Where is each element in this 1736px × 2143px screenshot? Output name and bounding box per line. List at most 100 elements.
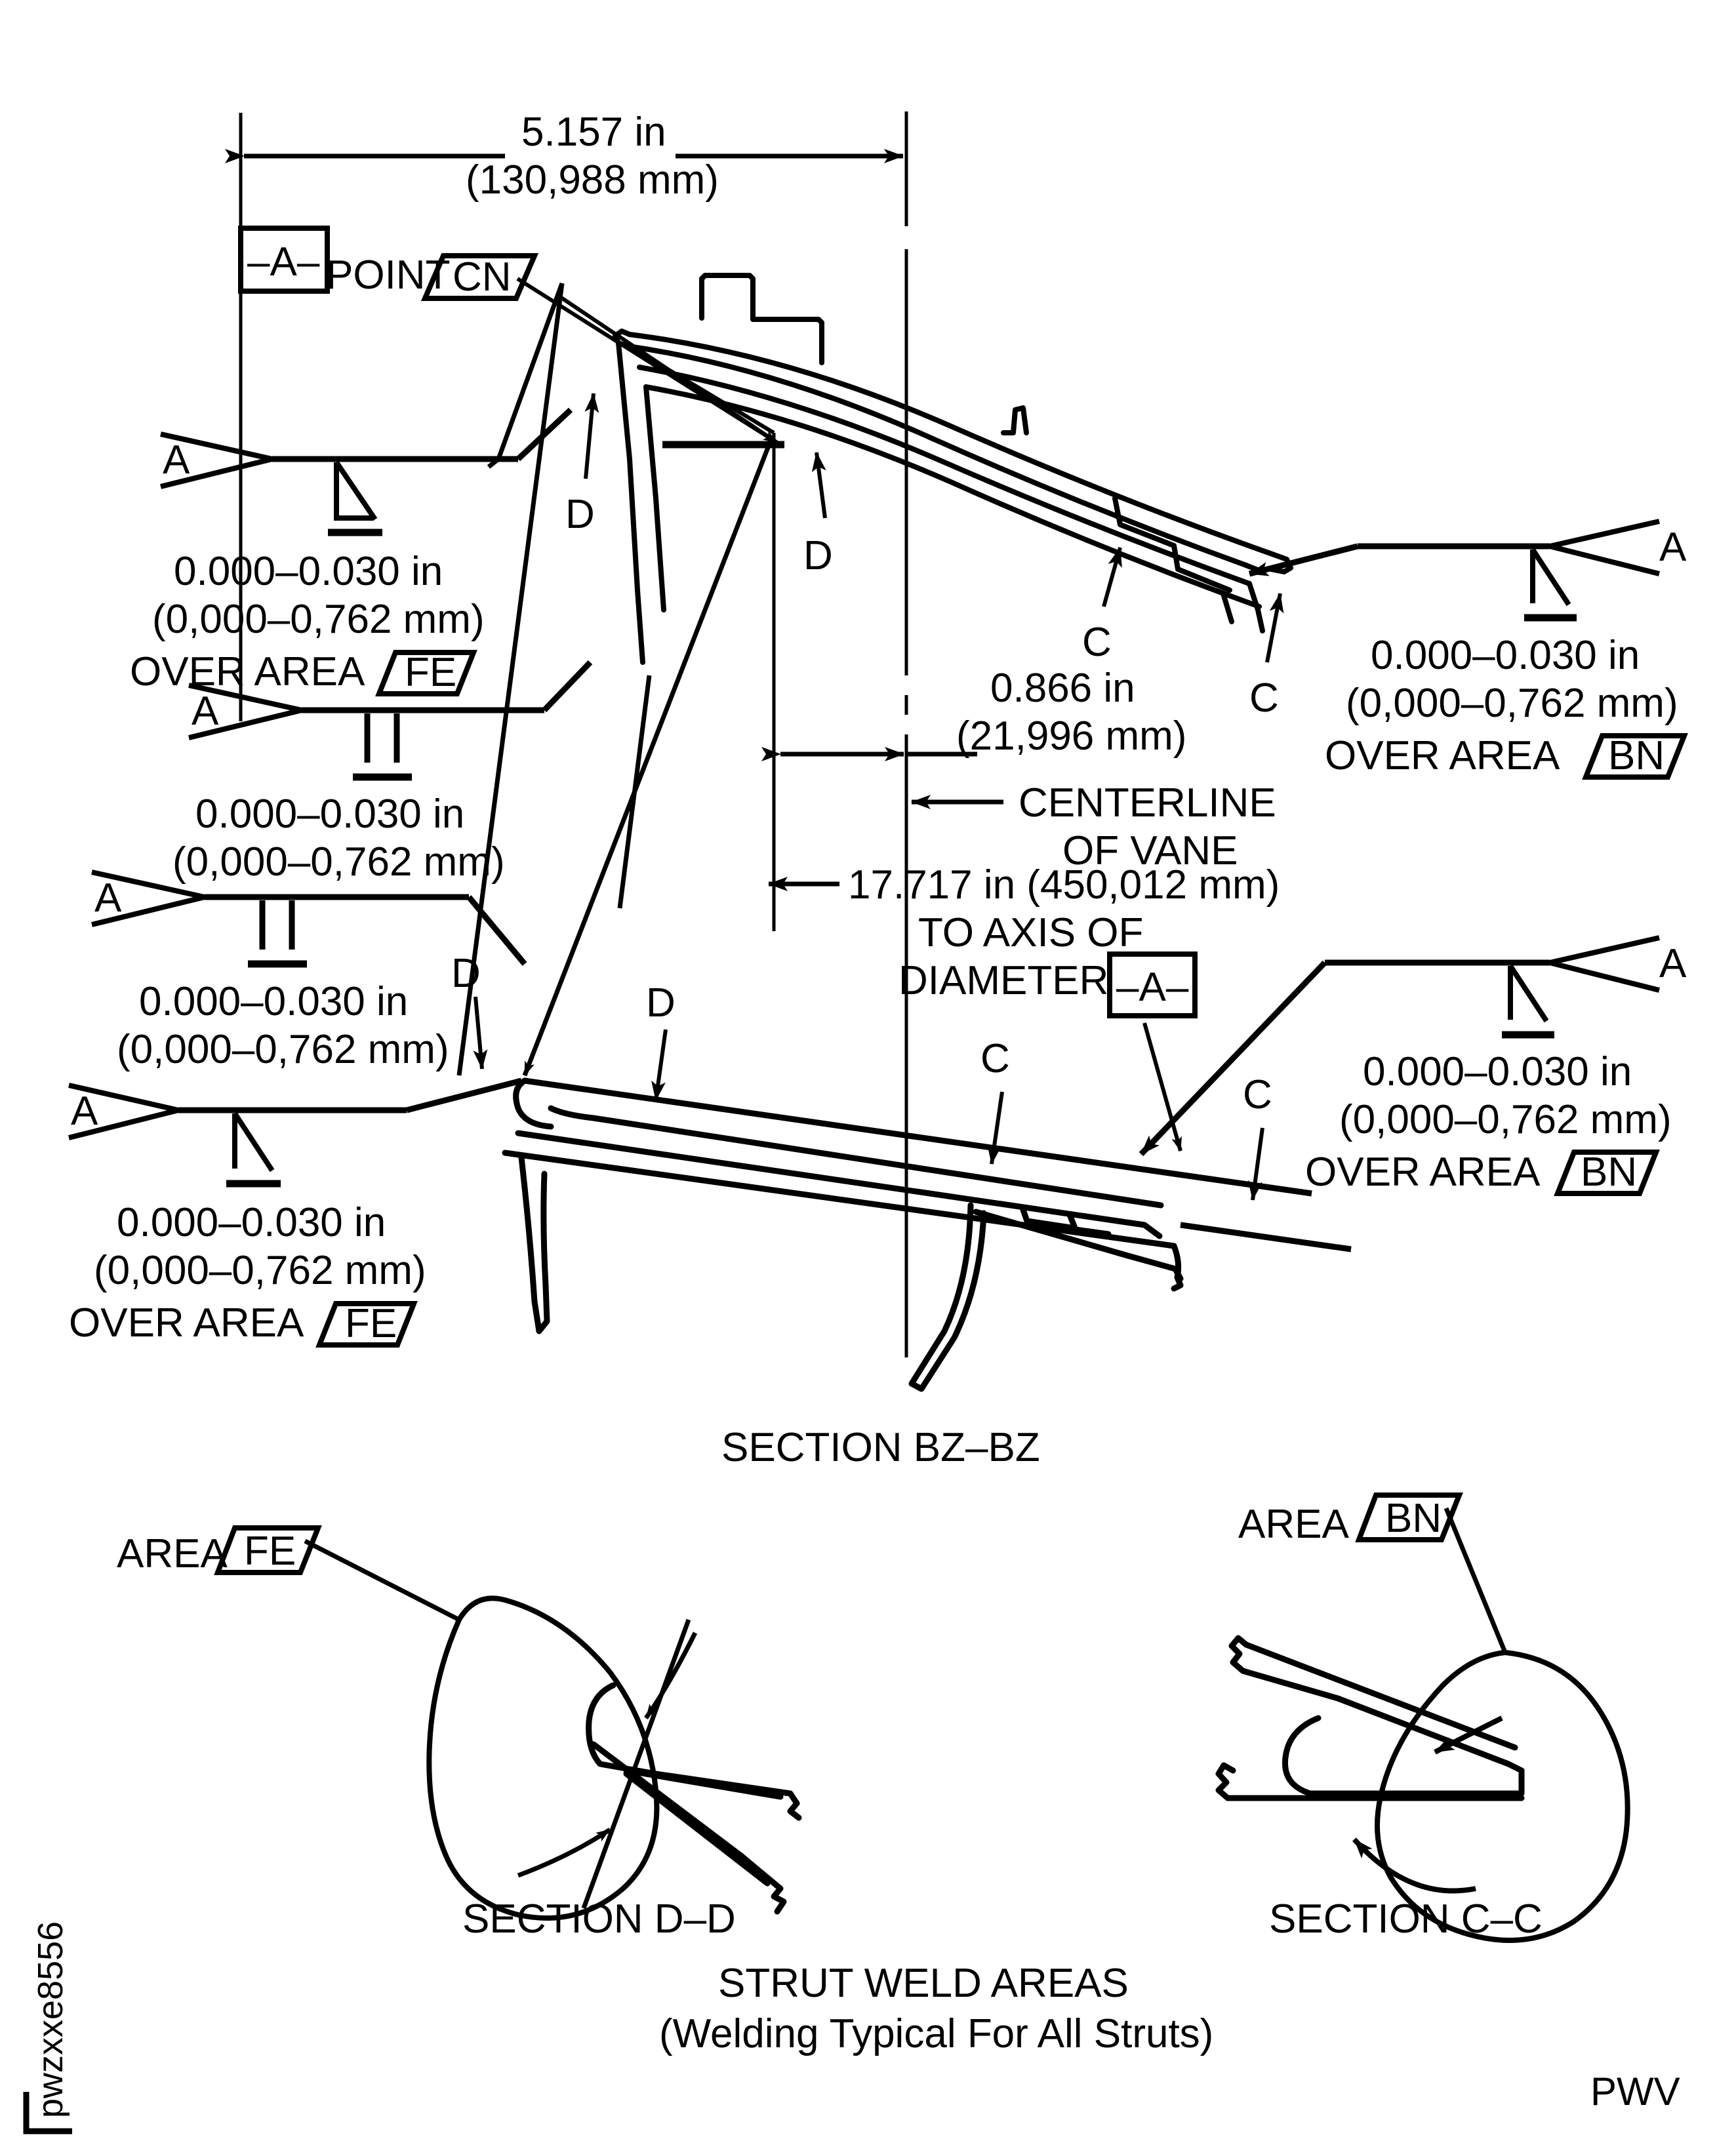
- weld-note-top-right-tol-mm: (0,000–0,762 mm): [1346, 681, 1678, 726]
- callout-c-lower-right: [1248, 1127, 1264, 1201]
- weld-note-mid-left-letter: A: [192, 689, 219, 734]
- datum-feature-a-axis: –A–: [1107, 951, 1198, 1018]
- area-flag-bn-bottom-text: BN: [1581, 1150, 1637, 1195]
- detail-cc-arrow-top: [1434, 1715, 1503, 1755]
- weld-note-top-left-over-area: OVER AREA: [130, 649, 365, 694]
- weld-note-top-left-letter: A: [163, 437, 190, 483]
- callout-d-upper-left-label: D: [565, 492, 595, 537]
- weld-note-bottom-right: A: [1139, 935, 1687, 1157]
- detail-cc-area-label: AREA: [1238, 1502, 1349, 1547]
- callout-d-lower-right: [651, 1029, 668, 1101]
- dim-overall-inches: 5.157 in: [521, 110, 666, 155]
- detail-section-cc: AREA BN: [1215, 1492, 1630, 1943]
- weld-note-mid-left-tol-in: 0.000–0.030 in: [195, 791, 464, 837]
- detail-dd-blob: [426, 1595, 660, 1921]
- detail-dd-cut-line: [581, 1618, 691, 1910]
- weld-note-top-right-tol-in: 0.000–0.030 in: [1371, 633, 1640, 678]
- area-flag-fe-detail: [214, 1525, 322, 1575]
- area-flag-bn-top-text: BN: [1608, 733, 1665, 778]
- callout-c-upper-right: [1265, 593, 1284, 663]
- detail-dd-area: FE: [244, 1529, 296, 1574]
- dim-axis-text: 17.717 in (450,012 mm): [848, 862, 1280, 908]
- detail-cc-arrow-bottom: [1352, 1837, 1476, 1894]
- callout-c-lower-right-label: C: [1243, 1072, 1272, 1117]
- weld-note-bottom-right-letter: A: [1659, 941, 1687, 986]
- callout-d-lower-left-label: D: [451, 951, 481, 996]
- detail-section-dd: AREA FE: [117, 1525, 802, 1921]
- area-flag-cn-text: CN: [453, 254, 512, 300]
- detail-dd-area-label: AREA: [117, 1531, 228, 1576]
- callout-c-lower-left: [987, 1091, 1004, 1165]
- weld-note-bottom-left-tol-in: 0.000–0.030 in: [117, 1200, 386, 1245]
- weld-note-lower-left-letter: A: [94, 875, 122, 921]
- detail-cc-area: BN: [1385, 1496, 1442, 1541]
- weld-note-lower-left-tol-mm: (0,000–0,762 mm): [117, 1027, 449, 1072]
- weld-note-mid-left-tol-mm: (0,000–0,762 mm): [172, 839, 505, 885]
- lower-vane-trailing: [1173, 1171, 1352, 1252]
- lower-vane-profile: [502, 1077, 1184, 1392]
- weld-note-mid-left: A: [188, 660, 593, 781]
- drawing-subtitle: (Welding Typical For All Struts): [659, 2011, 1213, 2056]
- area-flag-bn-detail: [1355, 1492, 1463, 1542]
- area-flag-bn-top: BN: [1582, 733, 1688, 780]
- datum-a-label: –A–: [247, 239, 320, 285]
- weld-note-bottom-left-letter: A: [71, 1089, 98, 1134]
- callout-d-lower-right-label: D: [646, 980, 676, 1026]
- callout-c-upper-left: [1102, 547, 1122, 607]
- weld-note-lower-left: A: [91, 870, 527, 968]
- callout-d-upper-right: [811, 452, 827, 519]
- dim-overall-mm: (130,988 mm): [466, 157, 719, 203]
- area-flag-cn: CN: [420, 253, 539, 301]
- callout-d-upper-right-label: D: [803, 533, 833, 578]
- callout-c-upper-right-label: C: [1249, 675, 1279, 721]
- detail-cc-label: SECTION C–C: [1269, 1896, 1543, 1942]
- area-flag-fe-top: FE: [375, 650, 477, 696]
- callout-d-lower-left: [473, 996, 488, 1070]
- area-flag-fe-bottom: FE: [315, 1301, 418, 1348]
- extension-lines: [239, 111, 908, 1357]
- dim-axis-line2: TO AXIS OF: [918, 910, 1143, 955]
- weld-note-bottom-left-over-area: OVER AREA: [69, 1300, 304, 1346]
- area-flag-fe-top-text: FE: [405, 650, 456, 695]
- callout-d-upper-left: [584, 393, 599, 479]
- weld-note-top-left-tol-mm: (0,000–0,762 mm): [152, 597, 485, 642]
- leader-long-left2: [522, 439, 773, 1077]
- leader-lines-upper: [556, 293, 778, 445]
- weld-note-top-right-over-area: OVER AREA: [1325, 733, 1560, 778]
- detail-dd-leader: [304, 1538, 460, 1622]
- datum-feature-a: –A–: [238, 226, 330, 294]
- drawing-corner-code: PWV: [1590, 2070, 1680, 2113]
- dim-0866-mm: (21,996 mm): [956, 713, 1186, 759]
- weld-note-top-left-tol-in: 0.000–0.030 in: [174, 549, 443, 594]
- detail-dd-label: SECTION D–D: [462, 1896, 736, 1942]
- point-label: POINT: [326, 252, 450, 298]
- corner-bracket: [23, 2092, 72, 2134]
- leader-datum-a-axis: [1142, 1022, 1182, 1152]
- dim-0866-inches: 0.866 in: [990, 666, 1135, 711]
- weld-note-bottom-left-tol-mm: (0,000–0,762 mm): [94, 1248, 426, 1293]
- upper-vane-profile: [613, 273, 1293, 665]
- weld-note-top-right: A: [1248, 519, 1687, 622]
- centerline-label-2: OF VANE: [1062, 828, 1238, 873]
- drawing-title: STRUT WELD AREAS: [718, 1961, 1129, 2006]
- area-flag-fe-bottom-text: FE: [345, 1301, 397, 1346]
- weld-note-bottom-left: A: [68, 1077, 523, 1188]
- leader-long-left: [456, 283, 565, 1076]
- centerline-label-1: CENTERLINE: [1019, 780, 1276, 826]
- weld-note-top-right-letter: A: [1659, 525, 1687, 570]
- drawing-id-code: pwzxxe8556: [31, 1921, 70, 2118]
- section-bz-label: SECTION BZ–BZ: [721, 1425, 1040, 1470]
- weld-note-bottom-right-tol-mm: (0,000–0,762 mm): [1339, 1097, 1672, 1142]
- dim-axis-line3: DIAMETER: [898, 958, 1108, 1003]
- detail-dd-arrow-top: [644, 1632, 698, 1720]
- detail-cc-leader: [1443, 1507, 1508, 1654]
- datum-a-axis-label: –A–: [1116, 965, 1189, 1010]
- weld-note-bottom-right-over-area: OVER AREA: [1305, 1150, 1541, 1195]
- weld-note-top-left: A: [160, 407, 573, 536]
- detail-cc-blob: [1375, 1649, 1630, 1943]
- weld-note-lower-left-tol-in: 0.000–0.030 in: [139, 979, 408, 1024]
- callout-c-upper-left-label: C: [1082, 620, 1112, 665]
- callout-c-lower-left-label: C: [980, 1036, 1010, 1081]
